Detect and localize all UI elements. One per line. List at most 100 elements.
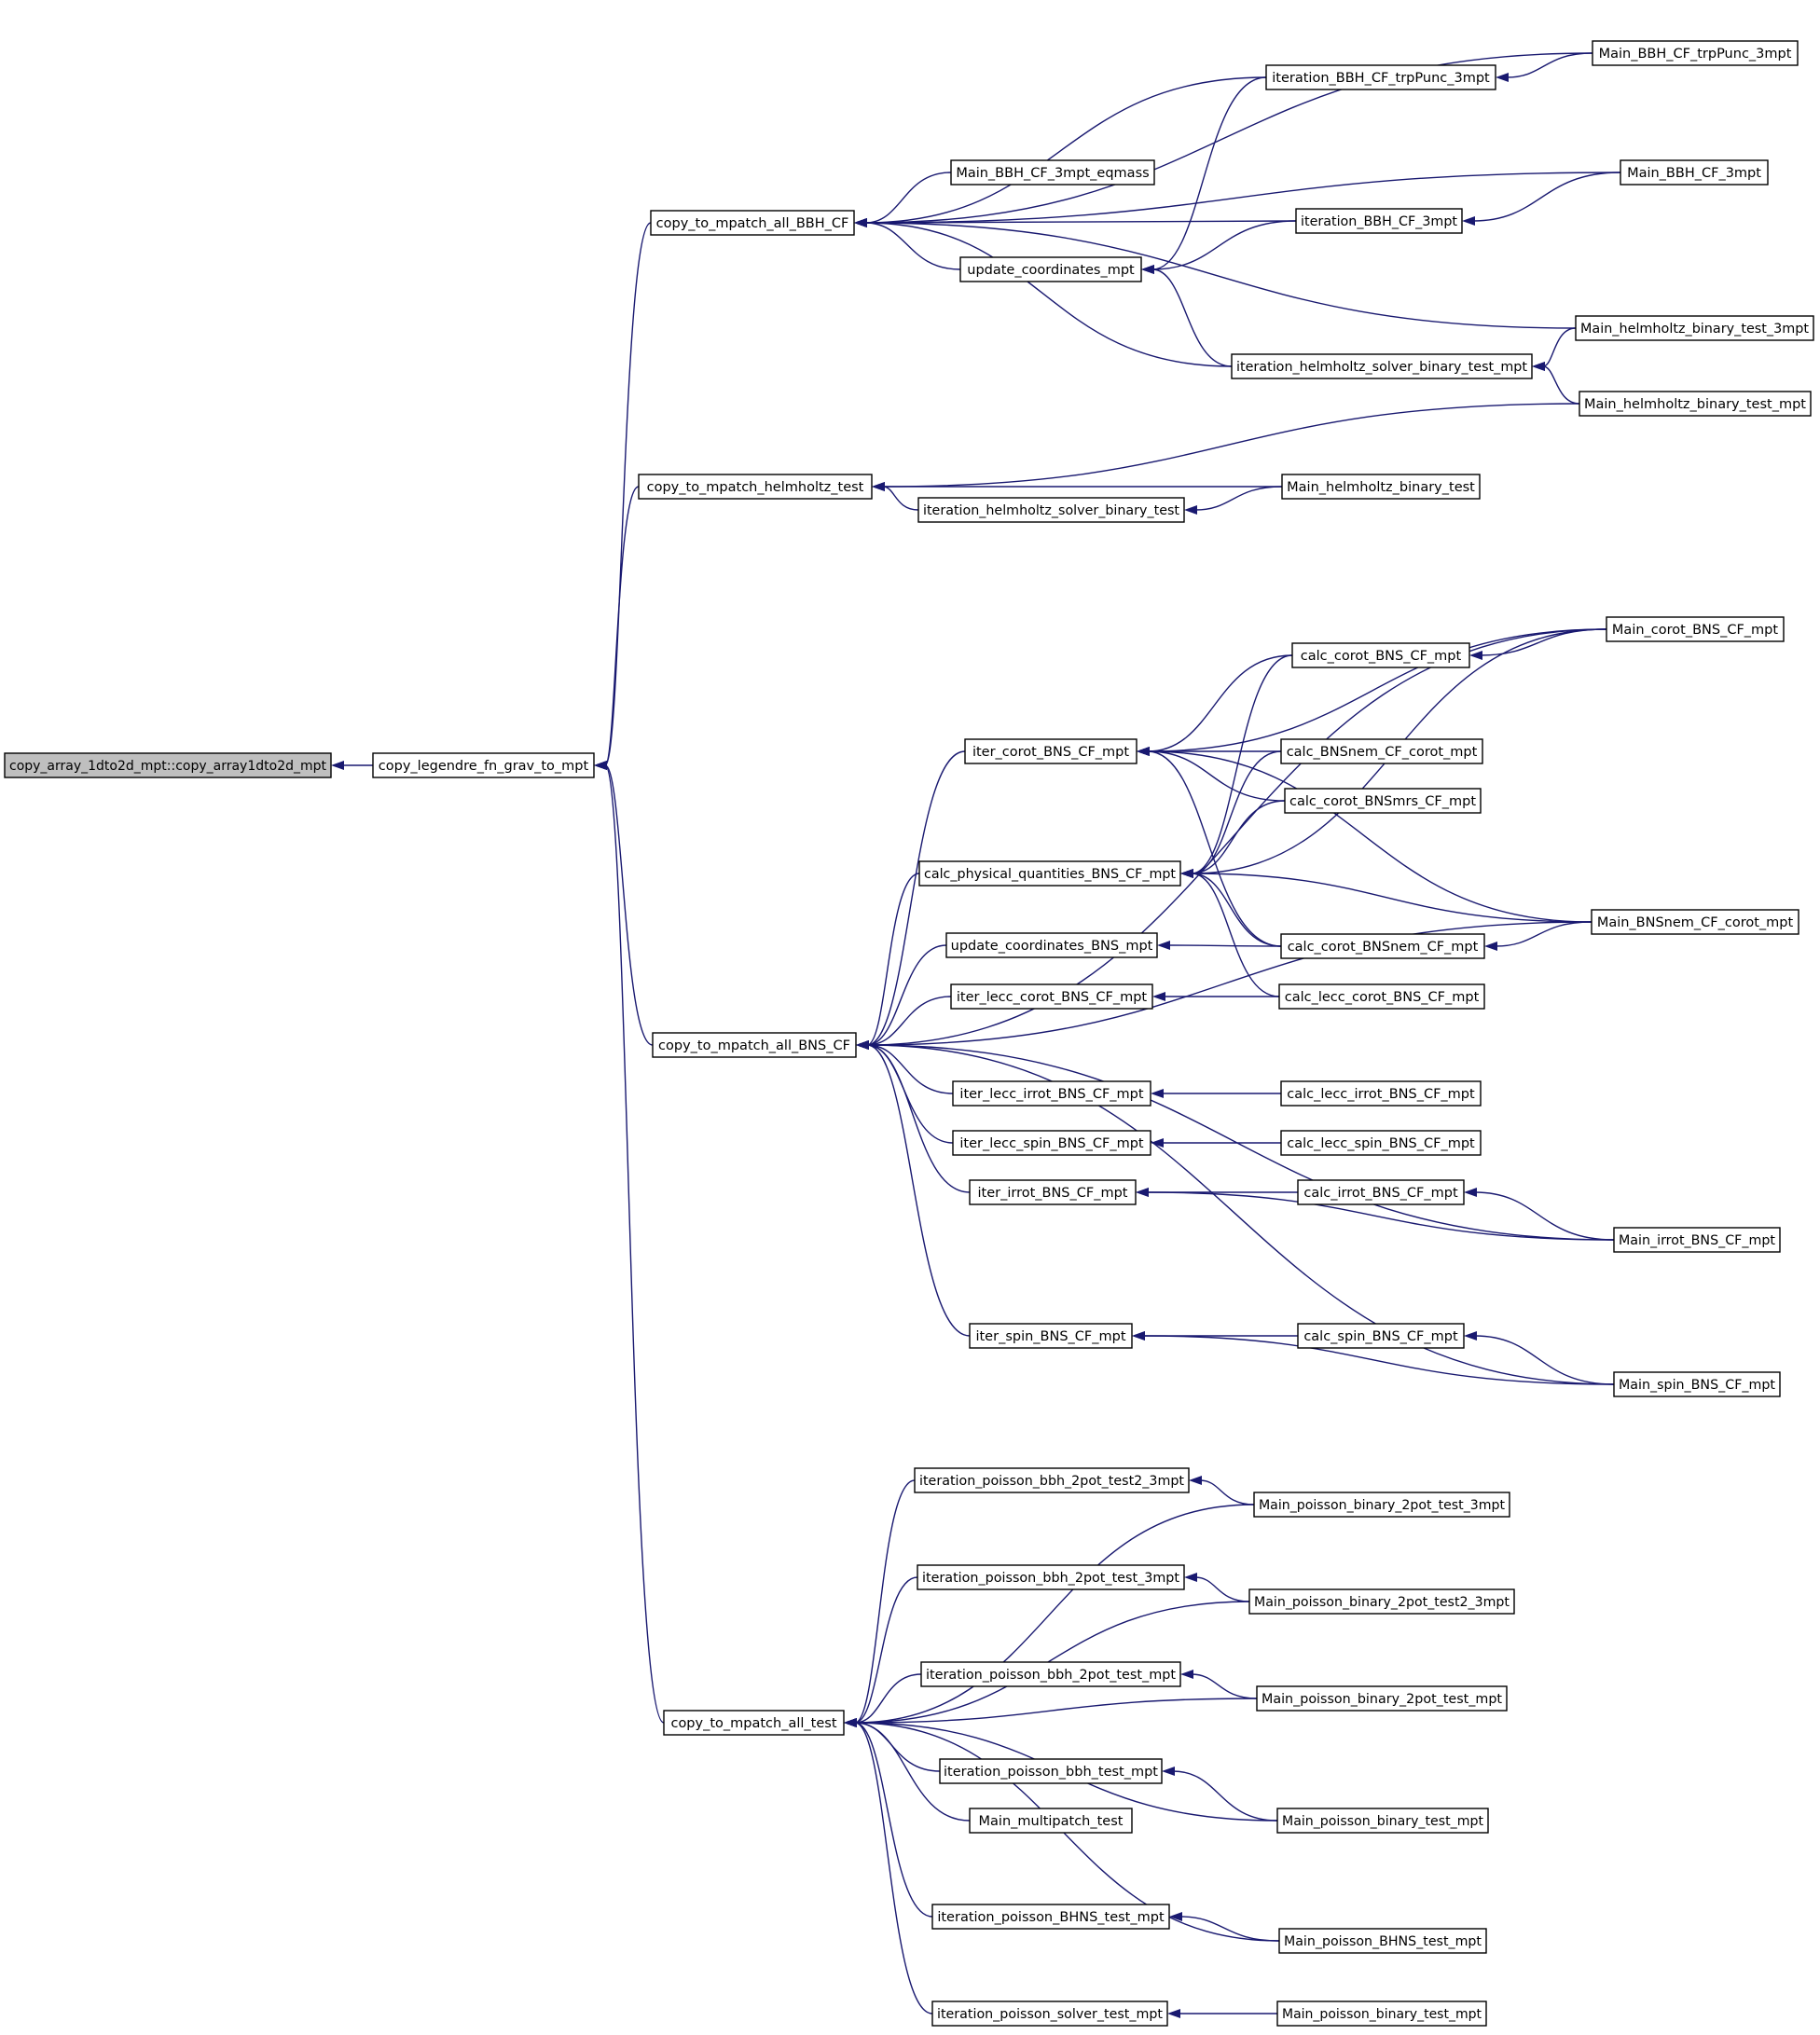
graph-node-n20[interactable]: calc_BNSnem_CF_corot_mpt <box>1280 738 1483 764</box>
arrowhead-icon <box>1464 1331 1477 1341</box>
arrowhead-icon <box>1532 362 1545 371</box>
graph-node-n11[interactable]: update_coordinates_mpt <box>959 256 1142 282</box>
node-label: iteration_helmholtz_solver_binary_test_m… <box>1236 360 1527 375</box>
graph-node-n4[interactable]: copy_to_mpatch_all_BNS_CF <box>652 1032 857 1058</box>
graph-node-n14[interactable]: Main_helmholtz_binary_test_mpt <box>1579 391 1812 417</box>
graph-node-n49[interactable]: iteration_poisson_solver_test_mpt <box>931 2001 1168 2027</box>
graph-node-n36[interactable]: calc_spin_BNS_CF_mpt <box>1297 1323 1465 1349</box>
graph-node-n10[interactable]: iteration_BBH_CF_3mpt <box>1295 208 1463 234</box>
node-label: iter_lecc_corot_BNS_CF_mpt <box>957 990 1148 1005</box>
node-label: iteration_poisson_bbh_2pot_test_mpt <box>926 1668 1176 1683</box>
graph-node-n13[interactable]: iteration_helmholtz_solver_binary_test_m… <box>1231 353 1533 379</box>
graph-node-n42[interactable]: iteration_poisson_bbh_2pot_test_mpt <box>920 1661 1181 1687</box>
edge-line <box>864 172 1621 224</box>
graph-node-n32[interactable]: iter_irrot_BNS_CF_mpt <box>969 1179 1137 1205</box>
node-box <box>952 1080 1151 1107</box>
graph-node-n0[interactable]: copy_array_1dto2d_mpt::copy_array1dto2d_… <box>4 752 332 778</box>
edge-line <box>864 172 952 224</box>
graph-node-n21[interactable]: calc_corot_BNSmrs_CF_mpt <box>1284 788 1482 814</box>
node-label: Main_poisson_binary_test_mpt <box>1282 1814 1483 1829</box>
node-box <box>1284 788 1482 814</box>
node-box <box>652 1032 857 1058</box>
graph-node-n26[interactable]: iter_lecc_corot_BNS_CF_mpt <box>950 983 1153 1010</box>
graph-node-n41[interactable]: Main_poisson_binary_2pot_test2_3mpt <box>1248 1588 1515 1615</box>
edge-line <box>854 1722 971 1822</box>
edge-line <box>1472 172 1621 222</box>
graph-node-n3[interactable]: copy_to_mpatch_helmholtz_test <box>638 474 873 500</box>
graph-node-n50[interactable]: Main_poisson_binary_test_mpt <box>1276 2001 1487 2027</box>
graph-node-n6[interactable]: Main_BBH_CF_trpPunc_3mpt <box>1592 40 1799 66</box>
node-label: calc_lecc_corot_BNS_CF_mpt <box>1285 990 1480 1005</box>
graph-node-n37[interactable]: Main_spin_BNS_CF_mpt <box>1613 1371 1781 1397</box>
node-label: calc_BNSnem_CF_corot_mpt <box>1287 745 1478 760</box>
edge-line <box>604 764 665 1724</box>
graph-node-n43[interactable]: Main_poisson_binary_2pot_test_mpt <box>1256 1685 1508 1712</box>
node-label: Main_helmholtz_binary_test_3mpt <box>1580 322 1809 337</box>
arrowhead-icon <box>1136 1188 1149 1197</box>
graph-node-n35[interactable]: iter_spin_BNS_CF_mpt <box>969 1323 1133 1349</box>
graph-node-n15[interactable]: Main_helmholtz_binary_test <box>1281 474 1481 500</box>
graph-node-n22[interactable]: calc_physical_quantities_BNS_CF_mpt <box>918 860 1181 887</box>
graph-node-n48[interactable]: Main_poisson_BHNS_test_mpt <box>1278 1928 1487 1954</box>
graph-edge-n3-to-n1 <box>594 486 640 770</box>
edge-line <box>1147 750 1282 947</box>
graph-node-n8[interactable]: Main_BBH_CF_3mpt_eqmass <box>950 159 1155 186</box>
node-box <box>1592 40 1799 66</box>
graph-node-n31[interactable]: calc_lecc_spin_BNS_CF_mpt <box>1280 1130 1482 1156</box>
node-label: copy_to_mpatch_all_test <box>670 1716 836 1731</box>
graph-node-n9[interactable]: Main_BBH_CF_3mpt <box>1620 159 1769 186</box>
node-box <box>1280 933 1485 959</box>
graph-node-n29[interactable]: calc_lecc_irrot_BNS_CF_mpt <box>1280 1080 1482 1107</box>
arrowhead-icon <box>1484 942 1497 951</box>
graph-node-n25[interactable]: calc_corot_BNSnem_CF_mpt <box>1280 933 1485 959</box>
node-box <box>945 932 1158 958</box>
graph-node-n24[interactable]: update_coordinates_BNS_mpt <box>945 932 1158 958</box>
graph-node-n27[interactable]: calc_lecc_corot_BNS_CF_mpt <box>1278 983 1485 1010</box>
graph-node-n44[interactable]: iteration_poisson_bbh_test_mpt <box>939 1758 1163 1784</box>
node-label: Main_poisson_binary_test_mpt <box>1282 2007 1482 2022</box>
node-label: iter_corot_BNS_CF_mpt <box>972 745 1129 760</box>
graph-node-n47[interactable]: iteration_poisson_BHNS_test_mpt <box>931 1904 1170 1930</box>
node-box <box>1297 1323 1465 1349</box>
node-box <box>638 474 873 500</box>
graph-node-n30[interactable]: iter_lecc_spin_BNS_CF_mpt <box>952 1130 1151 1156</box>
edge-line <box>854 1722 933 2014</box>
arrowhead-icon <box>331 761 344 770</box>
arrowhead-icon <box>854 218 867 227</box>
arrowhead-icon <box>1137 747 1150 756</box>
node-label: iter_lecc_irrot_BNS_CF_mpt <box>959 1087 1143 1102</box>
edge-line <box>866 750 966 1046</box>
graph-node-n46[interactable]: Main_poisson_binary_test_mpt <box>1276 1808 1489 1834</box>
graph-node-n18[interactable]: calc_corot_BNS_CF_mpt <box>1291 642 1470 668</box>
graph-node-n28[interactable]: iter_lecc_irrot_BNS_CF_mpt <box>952 1080 1151 1107</box>
graph-node-n1[interactable]: copy_legendre_fn_grav_to_mpt <box>372 752 595 778</box>
graph-node-n34[interactable]: Main_irrot_BNS_CF_mpt <box>1613 1227 1781 1253</box>
node-box <box>1265 64 1496 90</box>
graph-node-n33[interactable]: calc_irrot_BNS_CF_mpt <box>1297 1179 1465 1205</box>
graph-node-n16[interactable]: iteration_helmholtz_solver_binary_test <box>917 497 1185 523</box>
edge-line <box>866 1044 954 1144</box>
graph-node-n45[interactable]: Main_multipatch_test <box>969 1808 1133 1834</box>
graph-edge-n10-to-n2 <box>854 218 1297 227</box>
graph-edge-n50-to-n49 <box>1167 2009 1277 2018</box>
graph-node-n12[interactable]: Main_helmholtz_binary_test_3mpt <box>1575 315 1814 341</box>
edge-line <box>1191 750 1282 874</box>
node-label: calc_physical_quantities_BNS_CF_mpt <box>924 867 1176 882</box>
graph-node-n2[interactable]: copy_to_mpatch_all_BBH_CF <box>650 210 855 236</box>
graph-edge-n16-to-n3 <box>872 482 919 511</box>
graph-node-n23[interactable]: Main_BNSnem_CF_corot_mpt <box>1591 909 1799 935</box>
graph-node-n5[interactable]: copy_to_mpatch_all_test <box>663 1710 845 1736</box>
node-label: iteration_poisson_BHNS_test_mpt <box>937 1910 1165 1925</box>
graph-node-n40[interactable]: iteration_poisson_bbh_2pot_test_3mpt <box>917 1564 1185 1590</box>
graph-edge-n32-to-n4 <box>856 1040 971 1193</box>
node-label: update_coordinates_mpt <box>967 263 1135 278</box>
graph-node-n7[interactable]: iteration_BBH_CF_trpPunc_3mpt <box>1265 64 1496 90</box>
graph-node-n38[interactable]: iteration_poisson_bbh_2pot_test2_3mpt <box>914 1467 1190 1493</box>
graph-node-n39[interactable]: Main_poisson_binary_2pot_test_3mpt <box>1253 1492 1510 1518</box>
edge-line <box>864 222 1233 367</box>
node-label: iteration_poisson_bbh_test_mpt <box>944 1765 1158 1780</box>
graph-node-n19[interactable]: iter_corot_BNS_CF_mpt <box>964 738 1138 764</box>
graph-node-n17[interactable]: Main_corot_BNS_CF_mpt <box>1606 616 1785 642</box>
graph-edge-n22-to-n4 <box>856 873 920 1050</box>
